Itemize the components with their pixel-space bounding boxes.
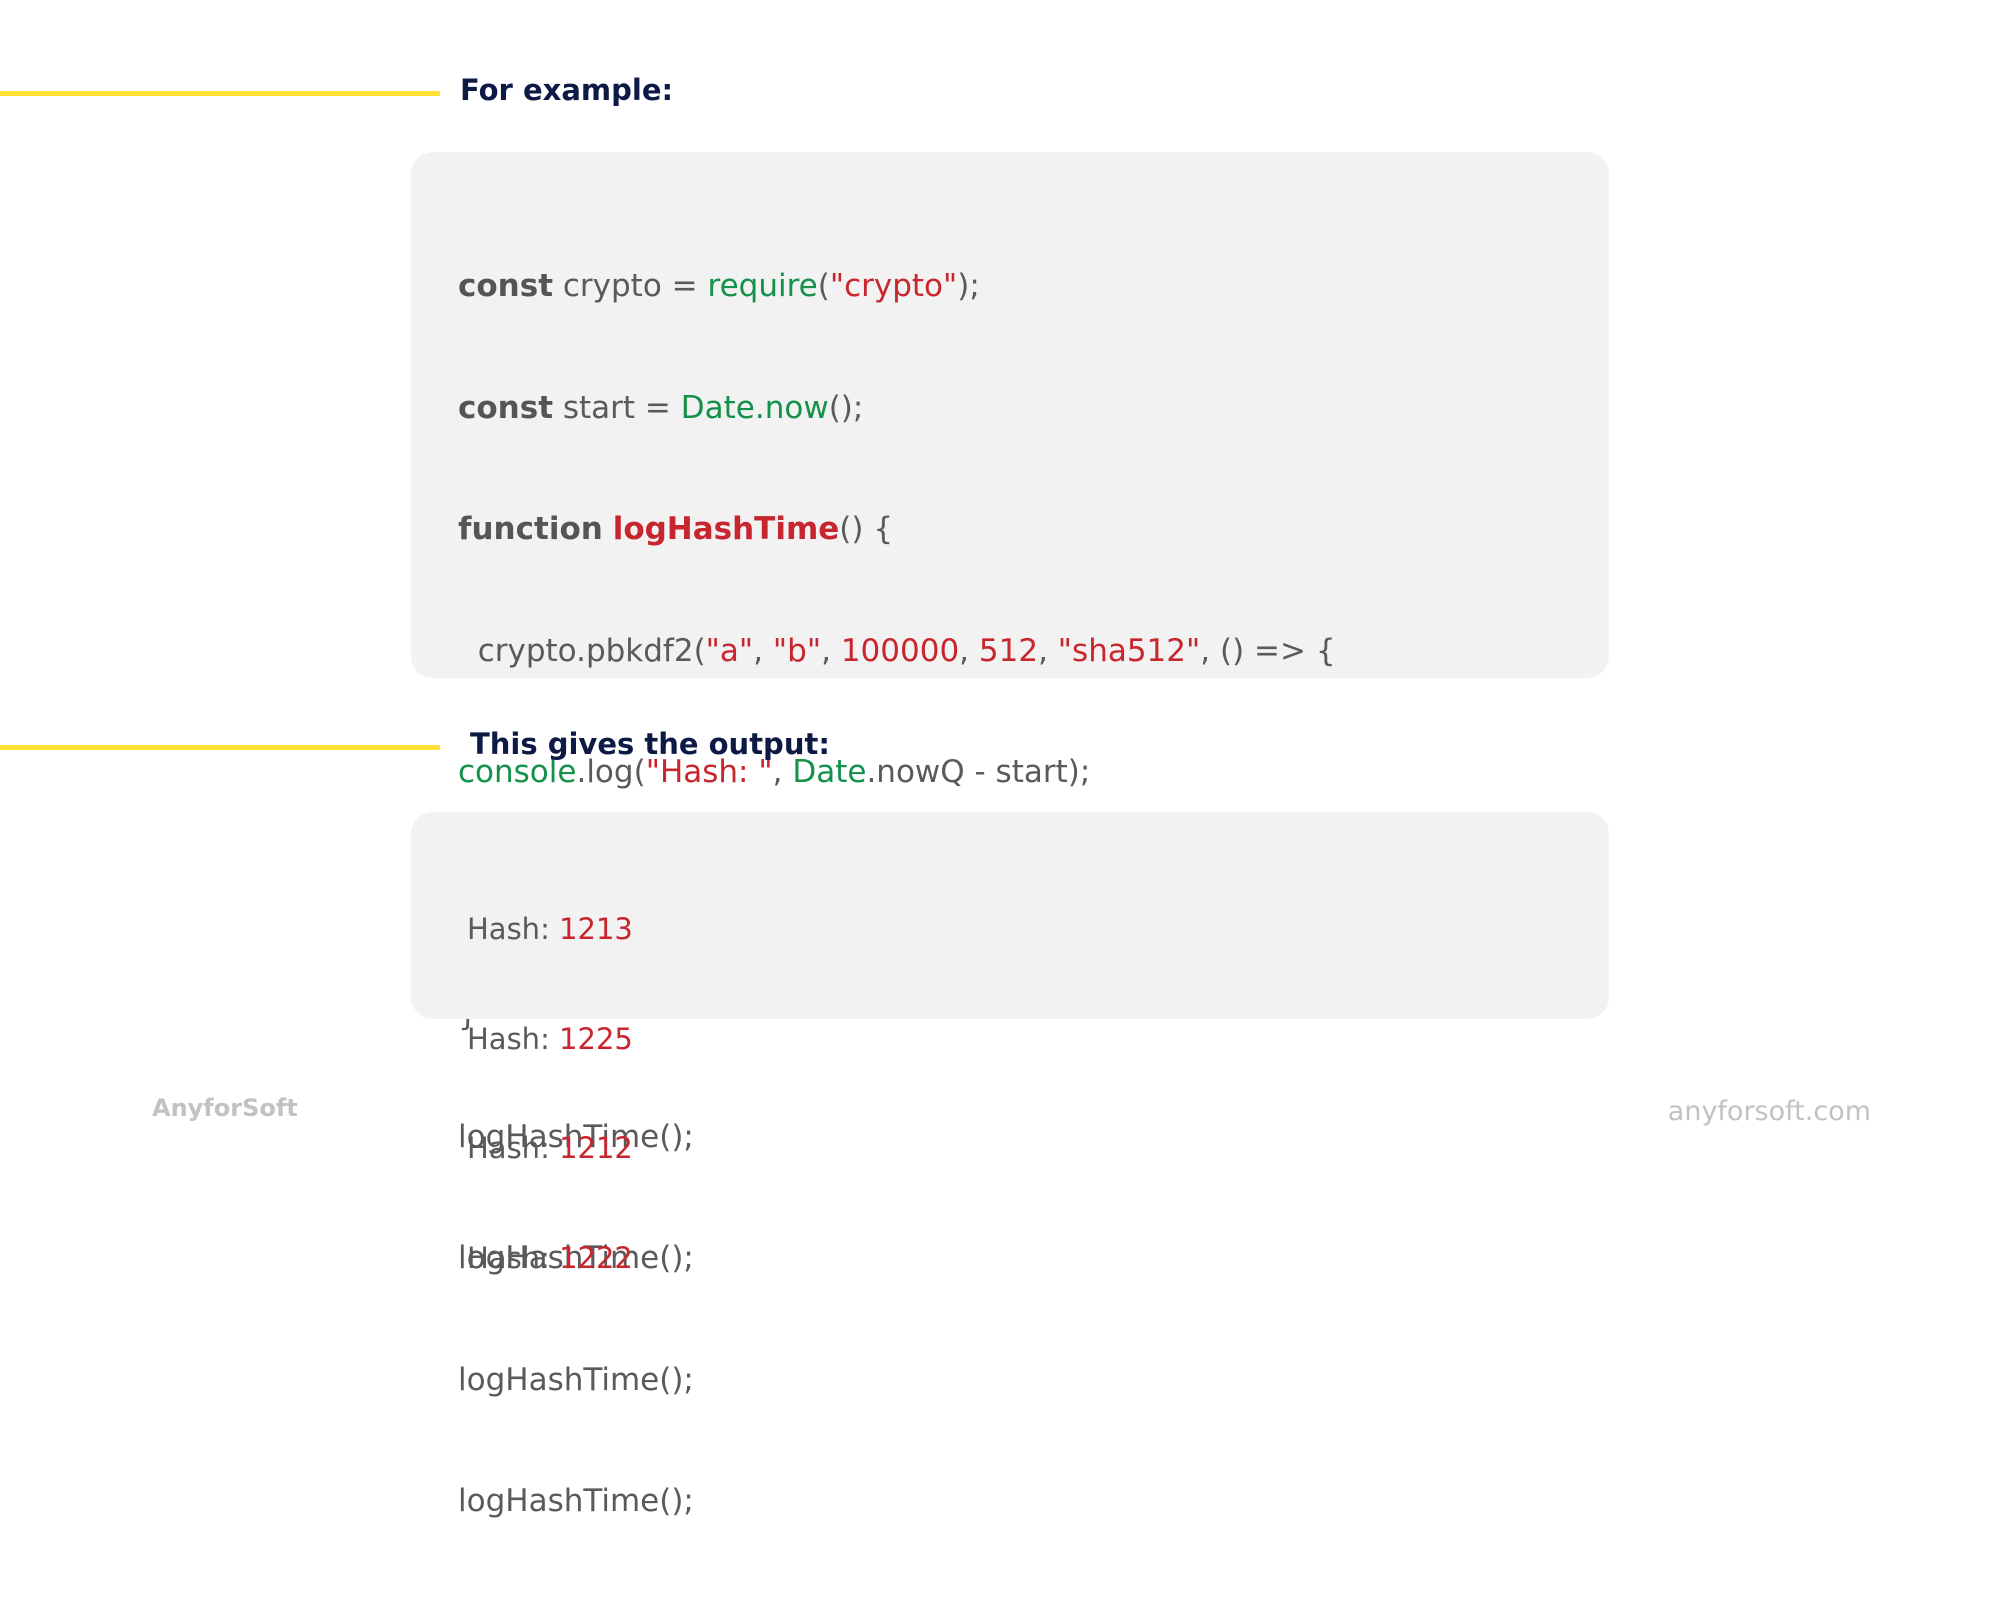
code-line-call-1: logHashTime(); — [458, 1118, 694, 1155]
code-text: (); — [828, 389, 864, 426]
code-text: , — [772, 754, 793, 790]
code-line-5: console.log("Hash: ", Date.nowQ - start)… — [458, 752, 1336, 793]
code-text: .nowQ - start); — [866, 754, 1091, 790]
code-line-2: const start = Date.now(); — [458, 388, 1336, 429]
code-string: "Hash: " — [645, 754, 773, 790]
code-text: () { — [839, 511, 894, 547]
code-function: require — [707, 268, 818, 304]
code-string: "a" — [705, 632, 754, 669]
code-number: 512 — [978, 632, 1039, 669]
code-function: Date.now — [680, 389, 829, 426]
code-text: .log( — [576, 754, 646, 790]
code-keyword: const — [458, 268, 554, 304]
output-value: 1222 — [559, 1240, 633, 1275]
output-value: 1212 — [559, 1131, 633, 1165]
code-text: ); — [957, 268, 980, 304]
output-label: Hash: — [467, 1240, 560, 1275]
code-line-call-3: logHashTime(); — [458, 1361, 694, 1398]
output-heading: This gives the output: — [470, 727, 830, 761]
output-label: Hash: — [467, 912, 560, 946]
code-text: , — [959, 632, 979, 669]
code-string: "b" — [772, 632, 822, 669]
output-line: Hash: 1212 — [467, 1130, 633, 1167]
output-line: Hash: 1225 — [467, 1021, 633, 1058]
site-url: anyforsoft.com — [1667, 1096, 1871, 1127]
code-string: "crypto" — [829, 268, 958, 304]
code-object: console — [458, 754, 577, 790]
code-line-1: const crypto = require("crypto"); — [458, 266, 1336, 307]
output-value: 1225 — [559, 1021, 633, 1056]
code-text — [603, 511, 613, 547]
code-number: 100000 — [840, 632, 960, 669]
code-line-4: crypto.pbkdf2("a", "b", 100000, 512, "sh… — [458, 631, 1336, 672]
output-label: Hash: — [467, 1131, 560, 1165]
code-line-3: function logHashTime() { — [458, 509, 1336, 550]
code-text: , — [753, 632, 773, 669]
output-label: Hash: — [467, 1021, 560, 1056]
code-text: ( — [817, 268, 830, 304]
code-line-call-4: logHashTime(); — [458, 1483, 694, 1519]
code-text: , () => { — [1200, 632, 1336, 669]
code-text: crypto = — [553, 268, 708, 304]
code-keyword: function — [458, 511, 603, 547]
code-string: "sha512" — [1057, 632, 1201, 669]
output-line: Hash: 1222 — [467, 1240, 633, 1277]
code-text: crypto.pbkdf2( — [458, 632, 706, 669]
code-text: start = — [553, 389, 681, 426]
output-line: Hash: 1213 — [467, 911, 633, 948]
code-keyword: const — [458, 389, 554, 426]
code-function-name: logHashTime — [612, 511, 840, 547]
code-panel: const crypto = require("crypto"); const … — [411, 152, 1609, 1519]
brand-logo: AnyforSoft — [152, 1094, 298, 1122]
code-text: , — [821, 632, 841, 669]
example-heading: For example: — [460, 73, 674, 107]
output-block: Hash: 1213 Hash: 1225 Hash: 1212 Hash: 1… — [467, 838, 633, 1349]
output-panel: Hash: 1213 Hash: 1225 Hash: 1212 Hash: 1… — [411, 812, 1609, 1275]
yellow-rule-example — [0, 91, 440, 96]
output-value: 1213 — [559, 912, 633, 946]
code-text: , — [1038, 632, 1058, 669]
code-function: Date — [792, 754, 867, 790]
yellow-rule-output — [0, 745, 440, 750]
